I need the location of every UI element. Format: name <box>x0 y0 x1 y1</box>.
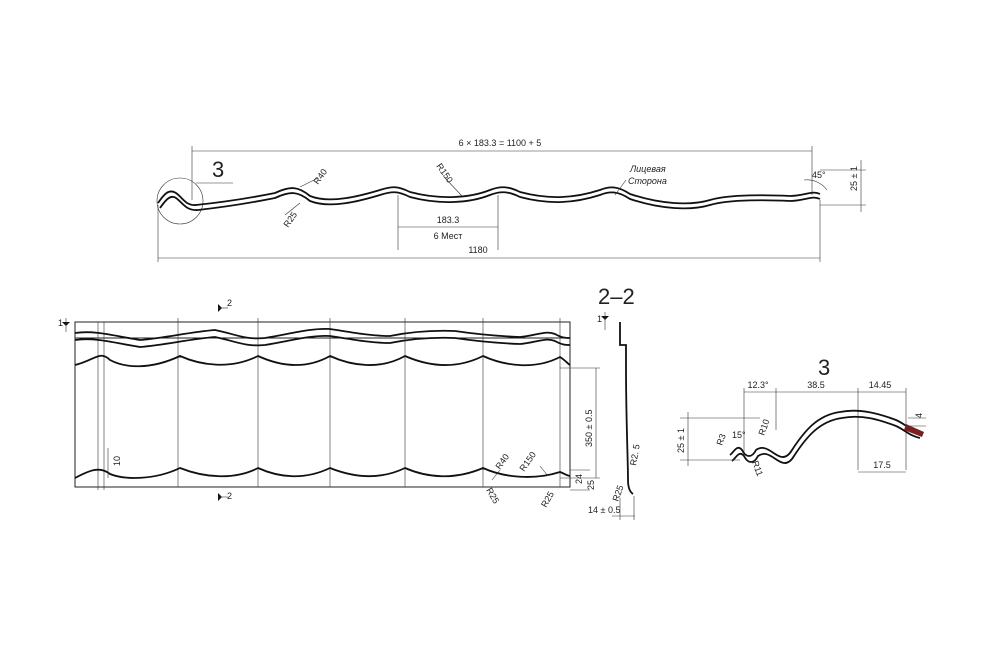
detail-angle-15: 15° <box>732 430 746 440</box>
detail-r10: R10 <box>756 418 771 437</box>
section-mark-top: 2 <box>227 298 232 308</box>
pitch-label: 183.3 <box>437 215 460 225</box>
detail-profile-outer <box>729 409 921 458</box>
detail-r11: R11 <box>750 459 765 477</box>
detail-callout-circle <box>156 177 204 225</box>
face-side-label-2: Сторона <box>628 176 667 186</box>
radius-r40-label: R40 <box>311 167 329 186</box>
dim-24-label: 24 <box>574 474 584 484</box>
face-side-label-1: Лицевая <box>629 164 666 174</box>
plan-radius-r40: R40 <box>493 452 511 471</box>
radius-r150-label: R150 <box>434 161 455 184</box>
radius-r25-label: R25 <box>281 210 299 229</box>
detail-profile-inner <box>731 415 921 464</box>
top-profile-view: 6 × 183.3 = 1100 + 5 3 R40 R25 R150 Лице… <box>156 138 866 262</box>
detail-3: 3 12.3° 38.5 14.45 4 25 ± 1 R3 15° R10 R… <box>676 355 926 478</box>
section-r2-5: R2. 5 <box>628 443 642 466</box>
marker-left-1: 1 <box>58 318 63 328</box>
places-label: 6 Мест <box>434 231 463 241</box>
detail-dim-4: 4 <box>914 413 924 418</box>
plan-radius-r25-b: R25 <box>539 490 556 509</box>
plan-radius-r25-a: R25 <box>484 486 501 505</box>
detail-dim-38-5: 38.5 <box>807 380 825 390</box>
section-mark-bottom: 2 <box>227 491 232 501</box>
dim-10-label: 10 <box>112 456 122 466</box>
section-dim-14: 14 ± 0.5 <box>588 505 620 515</box>
detail-dim-17-5: 17.5 <box>873 460 891 470</box>
plan-wave-bottom <box>74 466 571 479</box>
overall-pitch-label: 6 × 183.3 = 1100 + 5 <box>459 138 542 148</box>
angle-45-label: 45° <box>812 170 826 180</box>
detail-title: 3 <box>818 355 830 380</box>
section-r25: R25 <box>610 484 625 503</box>
section-title: 2–2 <box>598 284 635 309</box>
detail-callout-number: 3 <box>212 157 224 182</box>
height-dim-label: 25 ± 1 <box>849 166 859 191</box>
sheet-outline <box>74 321 571 488</box>
detail-edge-hem <box>904 424 924 437</box>
section-2-2: 2–2 1 R2. 5 R25 14 ± 0.5 <box>588 284 642 520</box>
detail-height: 25 ± 1 <box>676 428 686 453</box>
detail-r3: R3 <box>714 432 727 446</box>
plan-wave-top <box>74 354 571 368</box>
detail-dim-12-3: 12.3° <box>747 380 769 390</box>
dim-25-label: 25 <box>586 480 596 490</box>
tile-profile-outer <box>157 186 821 206</box>
total-width-label: 1180 <box>468 245 487 255</box>
tile-profile-inner <box>159 191 821 211</box>
plan-radius-r150: R150 <box>517 450 538 473</box>
plan-view: 2 2 1 10 350 ± 0.5 R40 R150 R25 R25 24 2… <box>58 298 600 509</box>
section-profile <box>619 322 634 495</box>
step-height-label: 350 ± 0.5 <box>584 410 594 447</box>
section-marker-1: 1 <box>597 314 602 324</box>
detail-dim-14-45: 14.45 <box>869 380 892 390</box>
